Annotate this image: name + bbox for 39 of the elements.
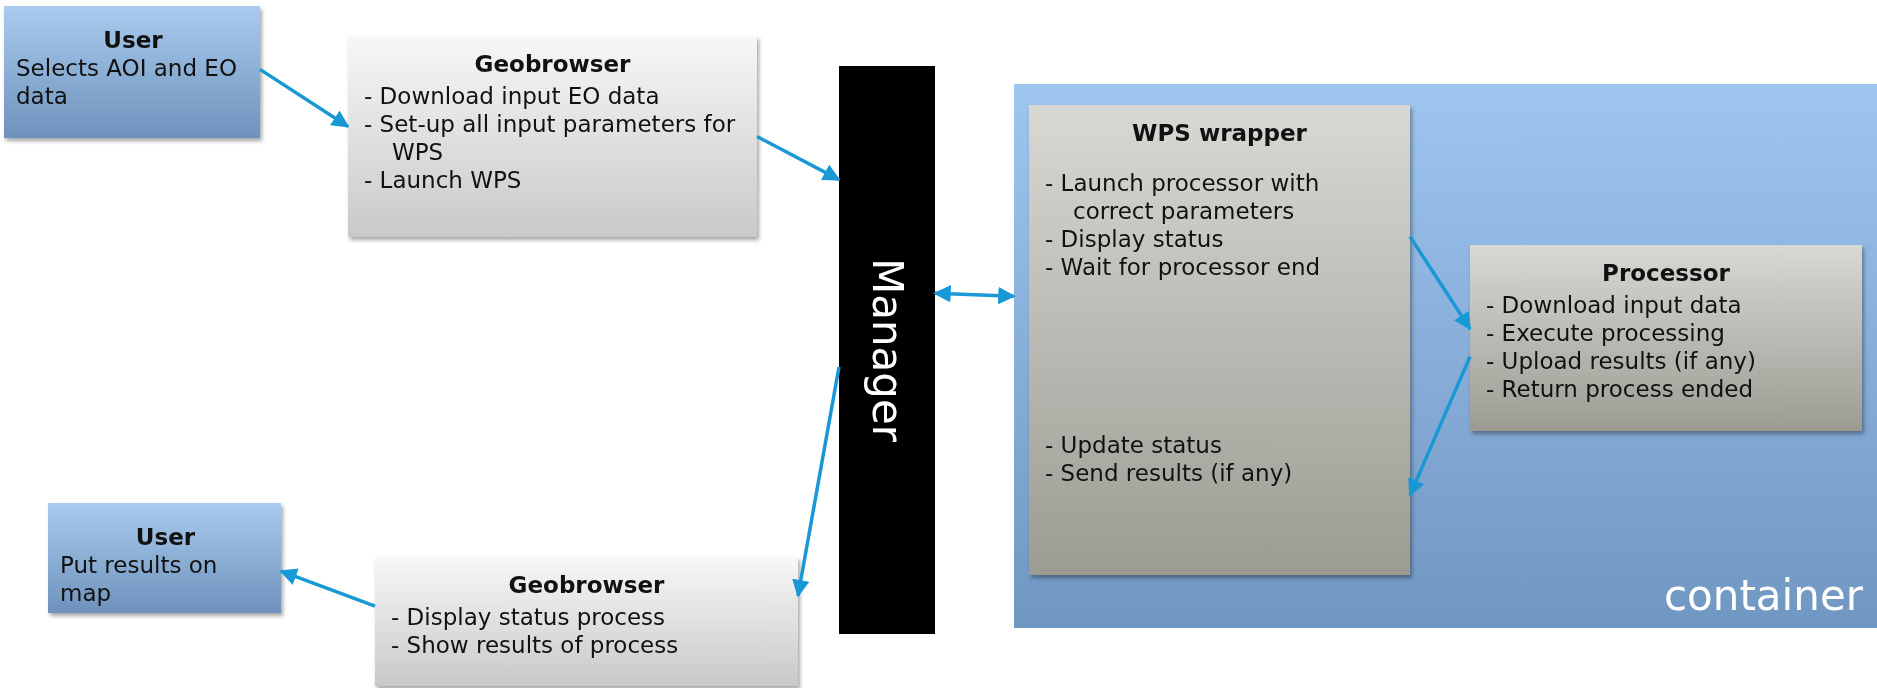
arrow: [756, 134, 841, 182]
arrow: [259, 67, 350, 128]
arrow: [279, 568, 376, 608]
list-item: - Execute processing: [1486, 319, 1726, 348]
list-item: - Download input data: [1486, 291, 1743, 320]
list-item: - Return process ended: [1486, 375, 1754, 404]
process-box: [375, 557, 798, 686]
list-item: - Display status process: [391, 603, 667, 632]
arrow: [1408, 355, 1472, 497]
list-item: - Wait for processor end: [1045, 253, 1322, 282]
box-heading: Geobrowser: [473, 50, 632, 79]
list-item: - Set-up all input parameters for WPS: [364, 110, 737, 167]
list-item: - Launch processor with correct parameters: [1045, 169, 1321, 226]
list-item: - Display status: [1045, 225, 1225, 254]
process-box: [1029, 105, 1410, 575]
manager-bar: [839, 66, 935, 634]
list-item: - Launch WPS: [364, 166, 523, 195]
list-item: - Upload results (if any): [1486, 347, 1757, 376]
box-heading: Geobrowser: [507, 571, 666, 600]
actor-box: [4, 6, 260, 138]
manager-label: Manager: [862, 257, 912, 443]
container-label: container: [1664, 571, 1863, 620]
list-item: - Show results of process: [391, 631, 680, 660]
box-heading: Processor: [1601, 259, 1731, 288]
process-box: [1470, 245, 1862, 431]
list-item: - Update status: [1045, 431, 1223, 460]
actor-box: [48, 503, 281, 613]
box-description: Put results on map: [60, 551, 219, 608]
box-description: Selects AOI and EO data: [16, 54, 238, 111]
box-heading: User: [102, 26, 164, 55]
container-panel: [1014, 84, 1877, 628]
arrow: [1408, 235, 1472, 331]
arrow: [933, 285, 1016, 305]
box-heading: WPS wrapper: [1131, 119, 1308, 148]
list-item: - Send results (if any): [1045, 459, 1294, 488]
box-heading: User: [134, 523, 197, 552]
list-item: - Download input EO data: [364, 82, 661, 111]
arrow: [792, 366, 841, 598]
process-box: [348, 36, 757, 237]
